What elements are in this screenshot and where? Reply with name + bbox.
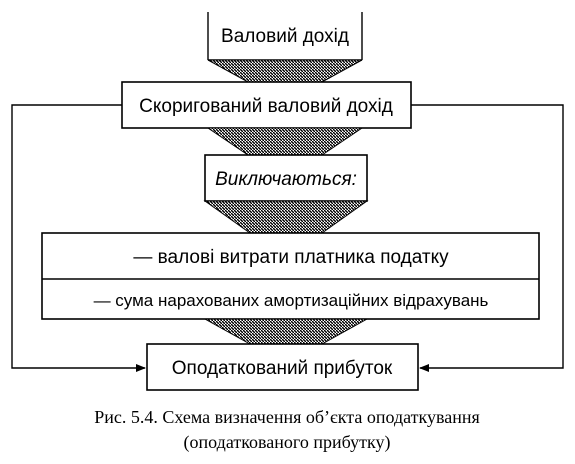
taxable-profit-box <box>146 343 419 391</box>
excluded-items-block: — валові витрати платника податку — сума… <box>41 232 540 320</box>
taxable-profit-block: Оподаткований прибуток <box>146 343 419 391</box>
excluded-block: Виключаються: <box>204 154 368 202</box>
gross-income-block: Валовий дохід <box>207 12 363 61</box>
excluded-label: Виключаються: <box>215 169 357 190</box>
excluded-item-depreciation: — сума нарахованих амортизаційних відрах… <box>94 291 489 310</box>
connector-funnel-2 <box>206 127 364 156</box>
adjusted-gross-income-label: Скоригований валовий дохід <box>139 96 393 117</box>
left-bypass-arrow <box>11 104 146 372</box>
figure-caption: Рис. 5.4. Схема визначення об’єкта опода… <box>94 407 480 453</box>
excluded-items-box <box>41 232 540 320</box>
caption-line-2: (оподаткованого прибутку) <box>184 432 391 453</box>
caption-line-1: Рис. 5.4. Схема визначення об’єкта опода… <box>94 407 480 427</box>
excluded-box <box>204 154 368 202</box>
adjusted-gross-income-block: Скоригований валовий дохід <box>121 81 412 129</box>
taxable-profit-label: Оподаткований прибуток <box>172 358 393 379</box>
excluded-item-gross-expenses: — валові витрати платника податку <box>133 247 449 268</box>
connector-funnel-1 <box>207 59 363 83</box>
connector-funnel-3 <box>203 200 369 234</box>
connector-funnel-4 <box>203 318 369 345</box>
adjusted-gross-income-box <box>121 81 412 129</box>
right-bypass-arrow <box>411 104 564 372</box>
gross-income-label: Валовий дохід <box>221 26 349 47</box>
